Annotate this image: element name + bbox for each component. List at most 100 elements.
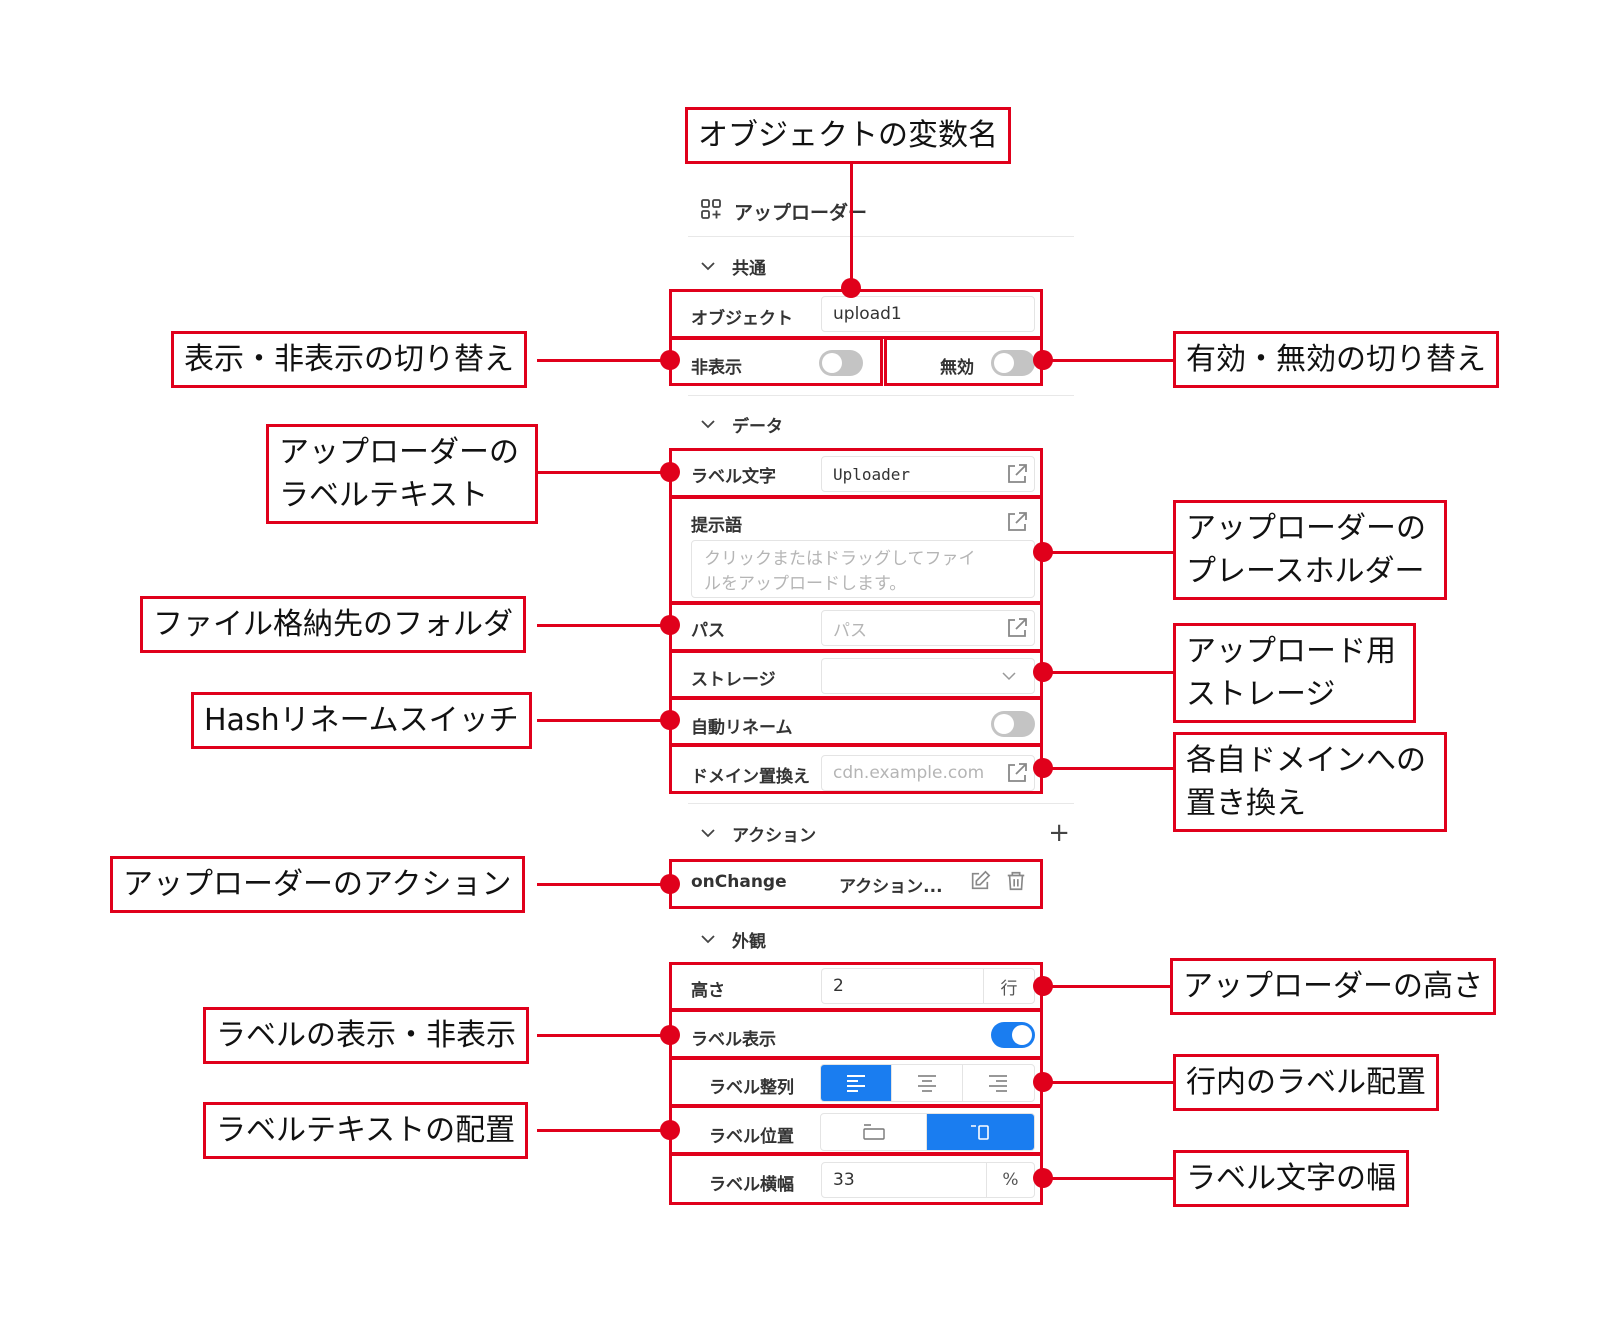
marker-dot (660, 350, 680, 370)
marker-dot (660, 874, 680, 894)
panel-header: アップローダー (700, 196, 1080, 226)
section-appearance[interactable]: 外観 (700, 925, 1074, 953)
callout-enable-toggle: 有効・無効の切り替え (1173, 331, 1499, 388)
height-unit: 行 (983, 969, 1034, 1003)
callout-label-visible: ラベルの表示・非表示 (203, 1007, 529, 1064)
label-width-value: 33 (833, 1170, 855, 1190)
placeholder-label: 提示語 (691, 516, 742, 536)
marker-dot (1033, 976, 1053, 996)
label-align-segmented[interactable] (820, 1064, 1035, 1102)
height-label: 高さ (691, 981, 725, 1001)
align-center-option[interactable] (892, 1065, 963, 1101)
callout-placeholder: アップローダーの プレースホルダー (1173, 500, 1447, 600)
align-left-option[interactable] (821, 1065, 893, 1101)
highlight-action-row (669, 859, 1043, 909)
hidden-toggle[interactable] (819, 350, 863, 376)
connector (537, 1034, 670, 1037)
placeholder-textarea[interactable]: クリックまたはドラッグしてファイ ルをアップロードします。 (691, 540, 1035, 598)
align-right-icon (989, 1075, 1008, 1092)
object-label: オブジェクト (691, 309, 793, 329)
callout-line: 各自ドメインへの (1186, 743, 1426, 778)
path-input[interactable]: パス (821, 610, 1035, 646)
highlight-label-text-row (669, 448, 1043, 498)
divider (688, 803, 1074, 804)
section-title: 共通 (732, 258, 766, 279)
label-position-label: ラベル位置 (709, 1127, 794, 1147)
label-visible-toggle[interactable] (991, 1022, 1035, 1048)
chevron-down-icon (1002, 672, 1016, 681)
connector (537, 471, 670, 474)
marker-dot (1033, 1072, 1053, 1092)
marker-dot (841, 278, 861, 298)
chevron-down-icon (701, 420, 715, 429)
external-link-icon[interactable] (1005, 616, 1029, 640)
auto-rename-toggle[interactable] (991, 711, 1035, 737)
panel-title: アップローダー (734, 201, 868, 224)
path-label: パス (691, 621, 725, 641)
label-align-label: ラベル整列 (709, 1078, 794, 1098)
align-center-icon (918, 1075, 936, 1092)
highlight-placeholder-row (669, 496, 1043, 604)
marker-dot (1033, 350, 1053, 370)
height-input[interactable]: 2 (821, 968, 1035, 1004)
edit-icon[interactable] (969, 870, 991, 892)
storage-label: ストレージ (691, 670, 776, 690)
highlight-label-width-row (669, 1153, 1043, 1205)
highlight-domain-row (669, 744, 1043, 794)
label-width-label: ラベル横幅 (709, 1175, 794, 1195)
marker-dot (1033, 542, 1053, 562)
connector (1043, 1177, 1174, 1180)
connector (1043, 1081, 1174, 1084)
connector (1043, 359, 1174, 362)
chevron-down-icon (701, 262, 715, 271)
connector (537, 1129, 670, 1132)
disabled-toggle[interactable] (991, 350, 1035, 376)
label-visible-label: ラベル表示 (691, 1030, 776, 1050)
highlight-label-visible-row (669, 1009, 1043, 1059)
marker-dot (1033, 1168, 1053, 1188)
section-action[interactable]: アクション + (700, 818, 1074, 848)
object-name-input[interactable]: upload1 (821, 296, 1035, 332)
highlight-path-row (669, 602, 1043, 652)
label-position-segmented[interactable] (820, 1113, 1035, 1151)
marker-dot (660, 1120, 680, 1140)
callout-line: アップロード用 (1186, 634, 1396, 669)
highlight-auto-rename-row (669, 697, 1043, 746)
section-title: 外観 (732, 931, 766, 952)
label-width-unit: % (986, 1163, 1034, 1197)
external-link-icon[interactable] (1005, 510, 1029, 534)
trash-icon[interactable] (1005, 870, 1027, 892)
label-text-input[interactable]: Uploader (821, 456, 1035, 492)
domain-replace-input[interactable]: cdn.example.com (821, 755, 1035, 791)
connector (1043, 551, 1174, 554)
callout-label-position: ラベルテキストの配置 (203, 1102, 529, 1159)
connector (537, 624, 670, 627)
highlight-disabled-row (884, 337, 1043, 386)
connector (537, 719, 670, 722)
highlight-height-row (669, 962, 1043, 1011)
highlight-hidden-row (669, 337, 883, 386)
section-data[interactable]: データ (700, 410, 1074, 438)
highlight-label-align-row (669, 1057, 1043, 1107)
position-left-option[interactable] (927, 1114, 1034, 1150)
storage-select[interactable] (821, 658, 1035, 694)
auto-rename-label: 自動リネーム (691, 718, 793, 738)
marker-dot (660, 1025, 680, 1045)
action-event: onChange (691, 872, 787, 892)
highlight-storage-row (669, 650, 1043, 699)
callout-domain: 各自ドメインへの 置き換え (1173, 732, 1447, 832)
marker-dot (660, 710, 680, 730)
external-link-icon[interactable] (1005, 761, 1029, 785)
connector (1043, 767, 1174, 770)
marker-dot (660, 462, 680, 482)
add-action-icon[interactable]: + (1048, 818, 1070, 848)
section-title: データ (732, 416, 783, 437)
align-right-option[interactable] (963, 1065, 1034, 1101)
position-top-option[interactable] (821, 1114, 928, 1150)
external-link-icon[interactable] (1005, 462, 1029, 486)
chevron-down-icon (701, 829, 715, 838)
connector (1043, 671, 1174, 674)
height-value: 2 (833, 976, 844, 996)
action-name[interactable]: アクション... (839, 877, 943, 897)
section-common[interactable]: 共通 (700, 252, 1074, 280)
